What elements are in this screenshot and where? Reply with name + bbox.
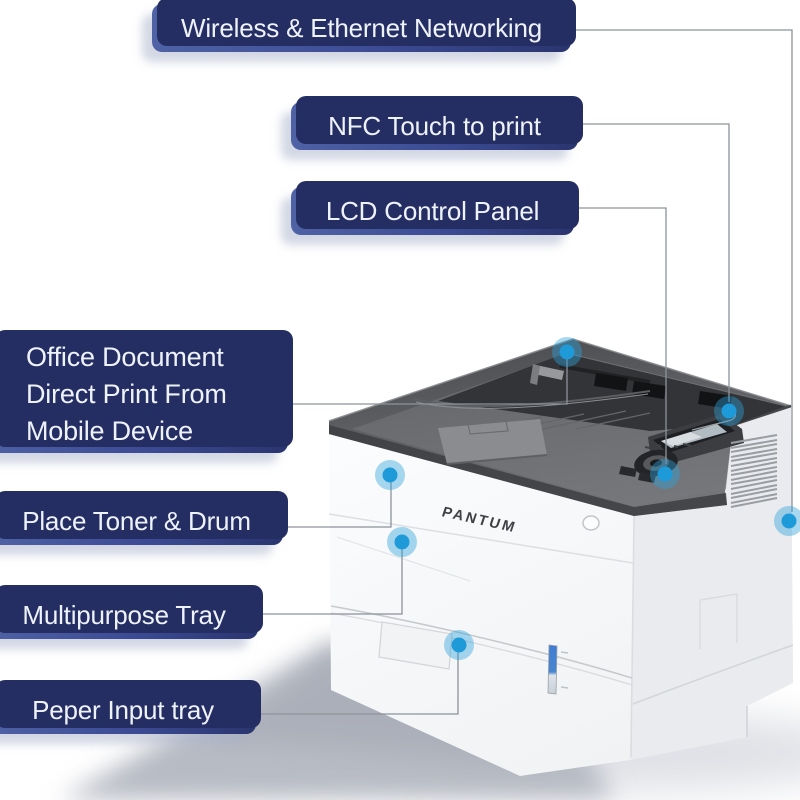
paper-tray-seam xyxy=(330,605,633,679)
callout-label: Multipurpose Tray xyxy=(22,599,226,630)
callout-line-lcd xyxy=(572,207,667,464)
front-door-seam xyxy=(328,513,634,564)
feature-dot-mobile-print xyxy=(552,337,582,367)
lcd-screen xyxy=(648,414,744,464)
callout-place-toner-drum: Place Toner & Drum xyxy=(0,497,283,545)
callout-line-nfc xyxy=(576,123,730,402)
feature-dots xyxy=(375,337,800,660)
callout-paper-input-tray: Peper Input tray xyxy=(0,686,256,734)
feature-dot-toner xyxy=(375,460,405,490)
callout-nfc-touch-to-print: NFC Touch to print xyxy=(291,102,578,150)
feature-dot-lcd xyxy=(650,459,680,489)
vent-grille xyxy=(730,434,778,508)
feature-dot-multipurpose xyxy=(387,527,417,557)
callout-mobile-direct-print: Office Document Direct Print From Mobile… xyxy=(0,336,288,453)
callout-line-wireless xyxy=(571,29,793,512)
callout-lines xyxy=(254,29,793,715)
feature-dot-wireless xyxy=(774,506,800,536)
callout-label: Peper Input tray xyxy=(32,694,214,725)
tray-handle xyxy=(378,621,453,670)
callout-label: LCD Control Panel xyxy=(325,195,540,226)
feature-dot-paper-tray xyxy=(444,630,474,660)
feature-dot-nfc xyxy=(714,396,744,426)
callout-label: Wireless & Ethernet Networking xyxy=(180,12,543,43)
paper-level-indicator xyxy=(547,644,558,695)
callout-multipurpose-tray: Multipurpose Tray xyxy=(0,591,258,639)
output-slot xyxy=(438,353,786,431)
paper-stop-lever xyxy=(534,365,564,380)
callout-line-multipurpose xyxy=(256,544,403,615)
output-tray-step xyxy=(438,419,547,464)
callout-lcd-control-panel: LCD Control Panel xyxy=(291,187,574,235)
callout-label: Place Toner & Drum xyxy=(22,505,251,536)
callout-wireless-ethernet-networking: Wireless & Ethernet Networking xyxy=(152,4,571,52)
panel-icons xyxy=(644,443,692,449)
callout-line-paper-tray xyxy=(254,645,459,715)
printer-top-cover xyxy=(328,338,792,516)
callout-label: Office Document Direct Print From Mobile… xyxy=(26,342,227,446)
panel-button xyxy=(638,472,656,483)
panel-button xyxy=(619,466,637,477)
callout-line-mobile-print xyxy=(286,357,568,405)
callout-line-toner xyxy=(281,476,392,528)
power-button xyxy=(582,515,600,531)
callout-label: NFC Touch to print xyxy=(328,110,541,141)
